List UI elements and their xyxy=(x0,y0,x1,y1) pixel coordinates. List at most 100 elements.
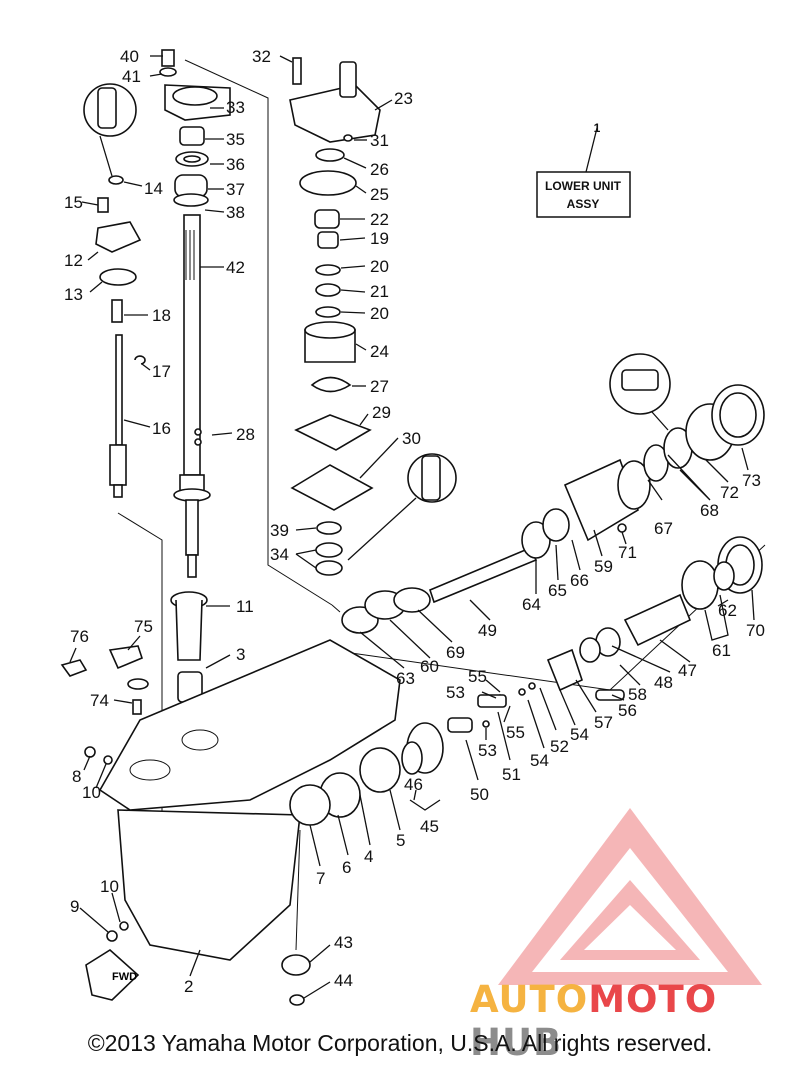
callout-68: 68 xyxy=(700,501,719,520)
callout-1: 1 xyxy=(594,121,601,135)
callout-50: 50 xyxy=(470,785,489,804)
reverse-gear-group xyxy=(281,722,444,1006)
callout-43: 43 xyxy=(334,933,353,952)
callout-58: 58 xyxy=(628,685,647,704)
callout-38: 38 xyxy=(226,203,245,222)
leader-lines xyxy=(69,55,755,999)
copyright-footer: ©2013 Yamaha Motor Corporation, U.S.A. A… xyxy=(87,1030,713,1056)
forward-gear-group xyxy=(447,536,763,733)
callout-66: 66 xyxy=(570,571,589,590)
callout-75: 75 xyxy=(134,617,153,636)
callout-25: 25 xyxy=(370,185,389,204)
callout-49: 49 xyxy=(478,621,497,640)
callout-76: 76 xyxy=(70,627,89,646)
callout-52: 52 xyxy=(550,737,569,756)
callout-22: 22 xyxy=(370,210,389,229)
callout-41: 41 xyxy=(122,67,141,86)
shift-rod-group xyxy=(83,83,146,498)
callout-60: 60 xyxy=(420,657,439,676)
callout-17: 17 xyxy=(152,362,171,381)
water-pump-group xyxy=(289,57,457,576)
callout-29: 29 xyxy=(372,403,391,422)
callout-48: 48 xyxy=(654,673,673,692)
callout-30: 30 xyxy=(402,429,421,448)
driveshaft-group xyxy=(159,49,231,703)
callout-4: 4 xyxy=(364,847,373,866)
callout-7: 7 xyxy=(316,869,325,888)
brand-part-moto: MOTO xyxy=(588,978,718,1021)
callout-13: 13 xyxy=(64,285,83,304)
callout-20-upper: 20 xyxy=(370,257,389,276)
callout-67: 67 xyxy=(654,519,673,538)
callout-26: 26 xyxy=(370,160,389,179)
fwd-label: FWD xyxy=(112,971,137,983)
callout-12: 12 xyxy=(64,251,83,270)
callout-14: 14 xyxy=(144,179,163,198)
label-line-2: ASSY xyxy=(567,197,600,211)
callout-39: 39 xyxy=(270,521,289,540)
callout-8: 8 xyxy=(72,767,81,786)
callout-64: 64 xyxy=(522,595,541,614)
callout-28: 28 xyxy=(236,425,255,444)
callout-46: 46 xyxy=(404,775,423,794)
callout-71: 71 xyxy=(618,543,637,562)
callout-40: 40 xyxy=(120,47,139,66)
callout-55-upper: 55 xyxy=(468,667,487,686)
callout-54-upper: 54 xyxy=(570,725,589,744)
callout-57: 57 xyxy=(594,713,613,732)
callout-10-lower: 10 xyxy=(100,877,119,896)
callout-35: 35 xyxy=(226,130,245,149)
callout-55-lower: 55 xyxy=(506,723,525,742)
left-small-parts xyxy=(60,645,149,942)
callout-34: 34 xyxy=(270,545,289,564)
callout-56: 56 xyxy=(618,701,637,720)
callout-63: 63 xyxy=(396,669,415,688)
callout-23: 23 xyxy=(394,89,413,108)
automotohub-logo: AUTOMOTO HUB xyxy=(470,978,800,1064)
callout-9: 9 xyxy=(70,897,79,916)
callout-2: 2 xyxy=(184,977,193,996)
callout-5: 5 xyxy=(396,831,405,850)
callout-36: 36 xyxy=(226,155,245,174)
callout-74: 74 xyxy=(90,691,109,710)
callout-62: 62 xyxy=(718,601,737,620)
callout-10-upper: 10 xyxy=(82,783,101,802)
callout-47: 47 xyxy=(678,661,697,680)
callout-73: 73 xyxy=(742,471,761,490)
callout-11: 11 xyxy=(236,597,254,616)
callout-numbers: 40 41 33 35 36 37 38 14 15 12 13 42 18 1… xyxy=(64,47,765,996)
callout-51: 51 xyxy=(502,765,521,784)
callout-27: 27 xyxy=(370,377,389,396)
callout-32: 32 xyxy=(252,47,271,66)
propeller-shaft-group xyxy=(341,353,765,634)
callout-19: 19 xyxy=(370,229,389,248)
callout-45: 45 xyxy=(420,817,439,836)
callout-33: 33 xyxy=(226,98,245,117)
callout-72: 72 xyxy=(720,483,739,502)
callout-31: 31 xyxy=(370,131,389,150)
callout-6: 6 xyxy=(342,858,351,877)
callout-20-lower: 20 xyxy=(370,304,389,323)
callout-61: 61 xyxy=(712,641,731,660)
callout-53-upper: 53 xyxy=(446,683,465,702)
callout-21: 21 xyxy=(370,282,389,301)
label-line-1: LOWER UNIT xyxy=(545,179,622,193)
callout-69: 69 xyxy=(446,643,465,662)
callout-65: 65 xyxy=(548,581,567,600)
callout-24: 24 xyxy=(370,342,389,361)
callout-3: 3 xyxy=(236,645,245,664)
lower-unit-assy-label: LOWER UNIT ASSY 1 xyxy=(536,121,631,218)
callout-15: 15 xyxy=(64,193,83,212)
brand-part-auto: AUTO xyxy=(470,978,589,1021)
callout-54-lower: 54 xyxy=(530,751,549,770)
callout-53-lower: 53 xyxy=(478,741,497,760)
callout-44: 44 xyxy=(334,971,353,990)
brand-part-hub: HUB xyxy=(470,1021,563,1064)
callout-37: 37 xyxy=(226,180,245,199)
callout-18: 18 xyxy=(152,306,171,325)
callout-16: 16 xyxy=(152,419,171,438)
callout-59: 59 xyxy=(594,557,613,576)
callout-42: 42 xyxy=(226,258,245,277)
watermark-triangle-icon xyxy=(498,808,762,985)
